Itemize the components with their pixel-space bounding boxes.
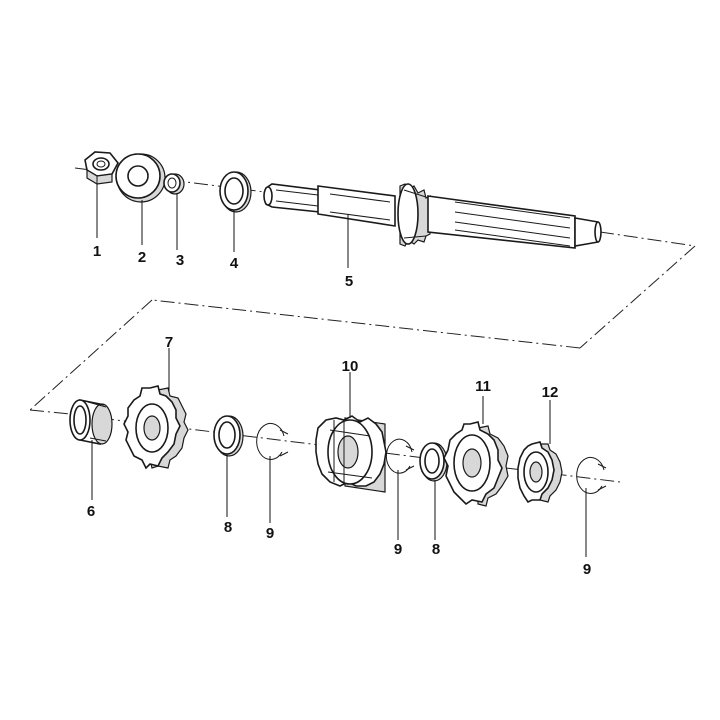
part-6-needle-bearing bbox=[69, 399, 113, 445]
callout-9-left: 9 bbox=[266, 525, 274, 542]
callout-2: 2 bbox=[138, 249, 146, 266]
callout-1: 1 bbox=[93, 243, 101, 260]
part-2-washer bbox=[115, 153, 166, 203]
callout-7: 7 bbox=[165, 334, 173, 351]
callout-9-right: 9 bbox=[583, 561, 591, 578]
callout-12: 12 bbox=[542, 384, 559, 401]
callout-11: 11 bbox=[475, 378, 491, 395]
part-11-gear bbox=[443, 421, 509, 507]
part-5-mainshaft bbox=[263, 183, 602, 249]
part-7-gear bbox=[123, 385, 189, 470]
callout-5: 5 bbox=[345, 273, 353, 290]
part-1-hex-nut bbox=[84, 151, 119, 185]
callout-8-left: 8 bbox=[224, 519, 232, 536]
part-8-washer-right bbox=[419, 442, 448, 482]
part-5-integral-gear bbox=[397, 183, 431, 247]
callout-labels: 1 2 3 4 5 6 7 8 9 10 9 8 11 12 9 bbox=[87, 243, 591, 578]
part-10-double-gear bbox=[315, 415, 387, 493]
callout-6: 6 bbox=[87, 503, 95, 520]
callout-4: 4 bbox=[230, 255, 239, 272]
part-8-washer-left bbox=[213, 415, 244, 457]
callout-9-middle: 9 bbox=[394, 541, 402, 558]
part-9-circlip-right bbox=[576, 456, 607, 494]
part-4-ring bbox=[219, 171, 252, 213]
part-9-circlip-left bbox=[256, 422, 289, 460]
callout-3: 3 bbox=[176, 252, 184, 269]
callout-10: 10 bbox=[342, 358, 359, 375]
part-9-circlip-middle bbox=[385, 438, 415, 474]
part-12-gear bbox=[517, 441, 563, 504]
leader-lines bbox=[91, 184, 587, 557]
part-3-bush bbox=[163, 173, 185, 195]
callout-8-right: 8 bbox=[432, 541, 440, 558]
